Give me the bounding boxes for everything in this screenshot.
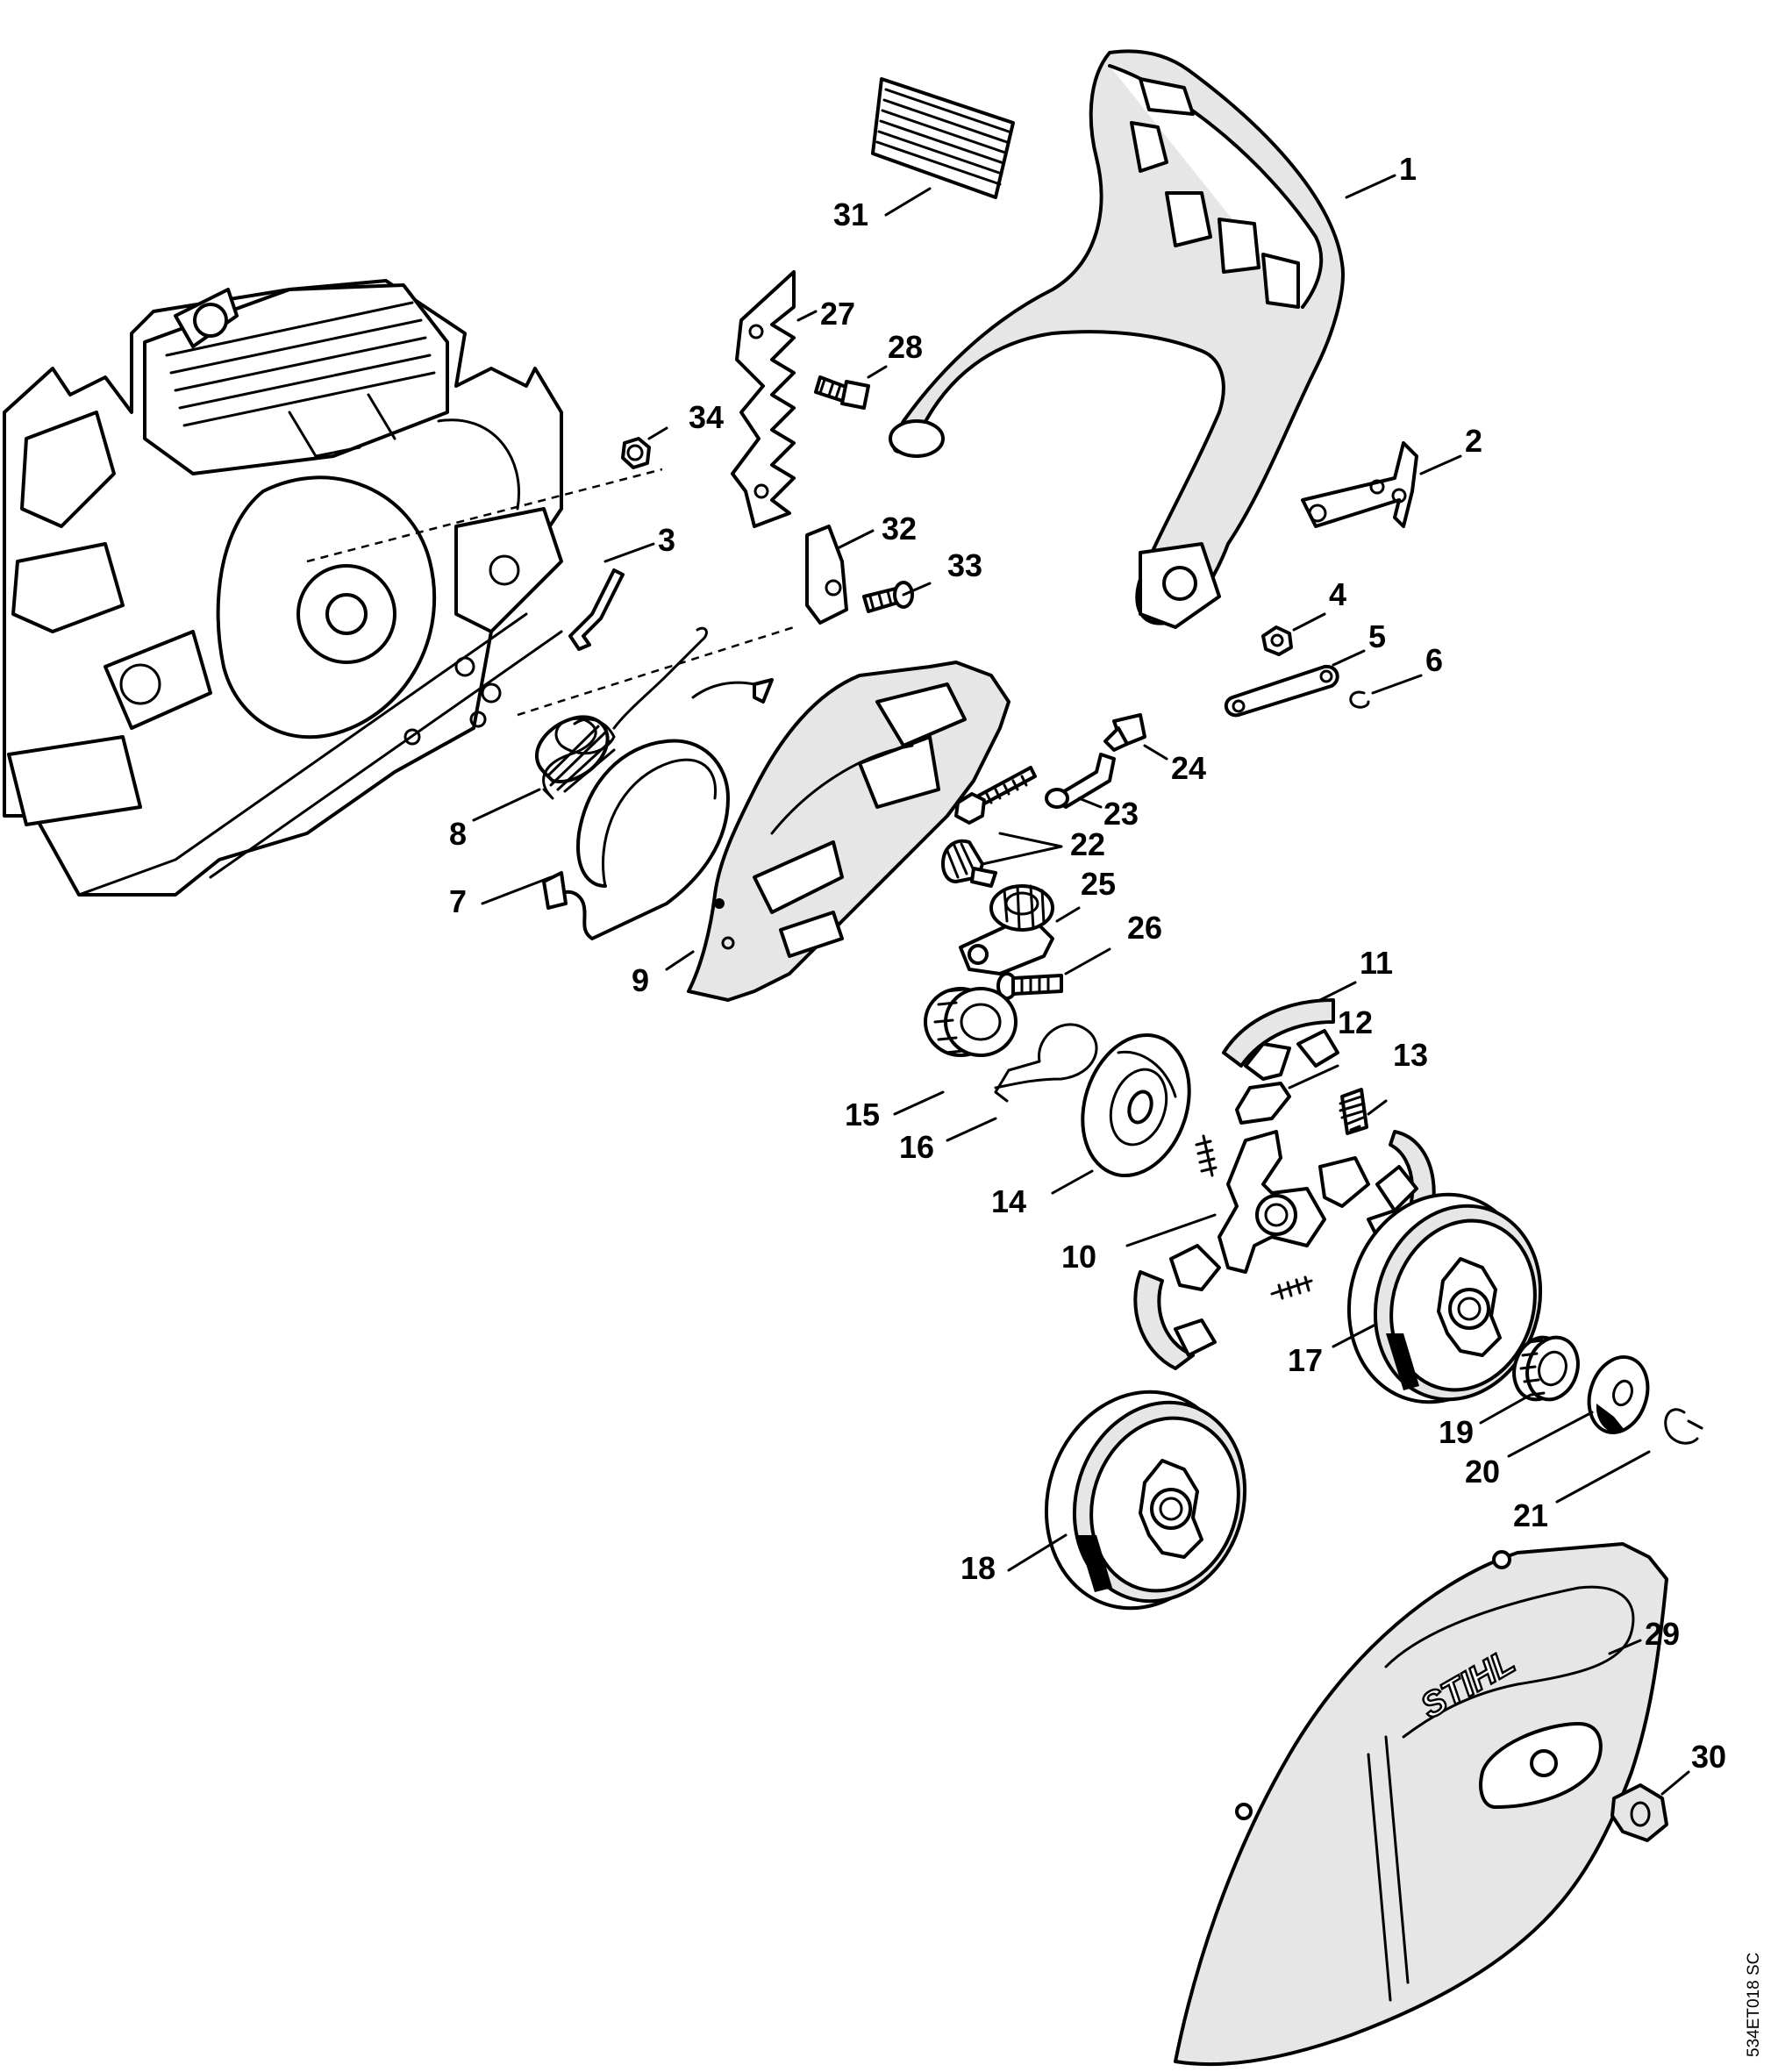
spring-8 [534,626,708,800]
link-5 [1224,664,1339,718]
needle-bearing-19 [1512,1335,1580,1402]
drawing-reference: 534ET018 SC [1745,1953,1763,2057]
callout-19: 19 [1439,1414,1474,1450]
spring-13 [1339,1088,1368,1135]
callout-labels: 1 2 3 4 5 6 7 8 9 10 11 12 13 14 15 16 1… [449,151,1726,1775]
callout-27: 27 [820,296,855,332]
screw-26 [996,972,1063,1000]
clip-24 [1103,713,1146,752]
hand-guard [889,49,1345,629]
callout-5: 5 [1368,618,1386,654]
callout-14: 14 [991,1183,1026,1219]
sprocket-25 [959,884,1054,975]
callout-30: 30 [1691,1739,1726,1775]
chain-brake-housing-9 [687,661,1010,1002]
engine-housing [3,279,563,897]
washer-14 [1081,1032,1191,1178]
nut-30 [1610,1783,1668,1842]
callout-29: 29 [1645,1616,1680,1652]
callout-12: 12 [1338,1004,1373,1040]
callout-34: 34 [689,399,724,435]
clutch-spring-upper [1195,1134,1218,1177]
clutch-shoe-11 [1222,998,1339,1081]
bracket-32 [805,525,848,625]
needle-cage-15 [924,987,1018,1057]
callout-8: 8 [449,816,467,852]
callout-13: 13 [1393,1037,1428,1073]
callout-3: 3 [658,522,675,558]
callout-7: 7 [449,883,467,919]
lever-23 [1045,753,1116,809]
callout-28: 28 [888,329,923,365]
nut-4 [1261,625,1293,656]
callout-4: 4 [1329,576,1346,612]
worm-gear-22 [941,839,997,888]
lever-bracket-2 [1301,441,1418,528]
clutch-spring-lower [1270,1275,1313,1300]
callout-16: 16 [899,1129,934,1165]
callout-17: 17 [1288,1342,1323,1378]
callout-31: 31 [833,196,868,232]
wire-spring-16 [994,1023,1098,1103]
brake-band-7 [542,678,774,940]
callout-20: 20 [1465,1454,1500,1490]
callout-1: 1 [1399,151,1417,187]
assembly-line-3 [517,625,795,717]
sprocket-cover-29: STIHL [1174,1542,1668,2067]
clip-6 [1349,690,1370,709]
screw-33 [862,581,914,613]
callout-9: 9 [632,962,649,998]
chain-catcher [731,270,796,528]
clutch-drum-18 [1044,1390,1247,1611]
screw-28 [814,375,870,410]
callout-21: 21 [1513,1497,1548,1533]
callout-24: 24 [1171,750,1206,786]
callout-15: 15 [845,1097,880,1132]
leader-lines [472,174,1690,1796]
callout-22: 22 [1070,826,1105,862]
callout-2: 2 [1465,423,1482,459]
clutch-drum-17 [1346,1192,1543,1404]
e-clip-21 [1664,1408,1703,1445]
assembly-line-34 [306,468,663,563]
callout-18: 18 [960,1550,996,1586]
nut-34 [621,437,651,469]
washer-20 [1587,1355,1650,1434]
clutch-part-12 [1235,1082,1291,1125]
callout-23: 23 [1103,796,1139,832]
callout-32: 32 [882,511,917,547]
callout-10: 10 [1061,1239,1096,1275]
callout-33: 33 [947,547,982,583]
clutch-hub-10 [1218,1130,1370,1274]
callout-6: 6 [1425,642,1443,678]
callout-26: 26 [1127,910,1162,946]
callout-11: 11 [1360,945,1393,981]
callout-25: 25 [1081,866,1116,902]
heat-shield-grille [871,77,1015,199]
clutch-shoe-left [1133,1244,1221,1370]
spring-clip-3 [568,568,625,651]
adjusting-screw-22 [954,766,1037,825]
